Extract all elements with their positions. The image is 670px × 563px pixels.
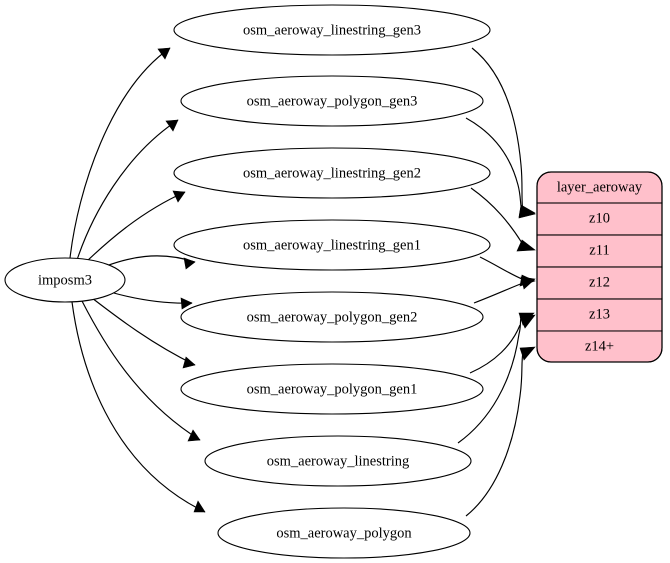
arrowhead-z12-b [520,276,536,290]
edge-polygon-gen2-to-z12 [473,282,524,304]
node-t-linestring-gen3[interactable]: osm_aeroway_linestring_gen3 [173,4,491,56]
imposm3-ellipse[interactable] [4,257,126,303]
node-t-polygon-gen3[interactable]: osm_aeroway_polygon_gen3 [180,75,484,127]
edge-polygon-gen3-to-z10 [465,117,523,213]
arrowhead-linestring-gen3 [157,47,171,60]
edge-imposm3-to-linestring-gen2 [85,191,186,263]
arrowhead-polygon [193,500,206,513]
arrowhead-polygon-gen3 [165,119,179,132]
edge-imposm3-to-polygon-gen1 [91,297,196,366]
arrowhead-polygon-gen1 [182,356,196,369]
edge-imposm3-to-polygon-gen3 [76,119,179,261]
t-polygon-gen3-ellipse[interactable] [180,75,484,127]
arrowhead-polygon-gen2 [180,297,193,310]
arrowhead-z11 [516,239,536,252]
edge-linestring-to-z13 [457,316,522,444]
node-t-polygon-gen1[interactable]: osm_aeroway_polygon_gen1 [180,363,484,415]
node-t-polygon[interactable]: osm_aeroway_polygon [217,507,471,559]
edge-linestring-gen2-to-z11 [470,187,523,244]
t-linestring-ellipse[interactable] [204,435,472,487]
layer-aeroway-row-z10[interactable] [536,202,663,236]
edges-tables-to-layer [457,47,536,517]
arrowhead-linestring-gen2 [172,190,186,203]
edge-imposm3-to-polygon [71,301,206,513]
edge-imposm3-to-linestring-gen3 [69,47,171,259]
edge-linestring-gen1-to-z12 [479,256,523,280]
edge-linestring-gen3-to-z10 [471,47,524,213]
arrowhead-z10-b [518,204,536,218]
t-polygon-ellipse[interactable] [217,507,471,559]
edge-imposm3-to-polygon-gen2 [109,291,193,304]
t-polygon-gen2-ellipse[interactable] [180,291,484,343]
node-t-linestring-gen1[interactable]: osm_aeroway_linestring_gen1 [173,219,491,271]
t-linestring-gen2-ellipse[interactable] [173,147,491,199]
edge-polygon-gen1-to-z13 [469,324,521,374]
edge-imposm3-to-linestring-gen1 [105,255,196,267]
node-imposm3[interactable]: imposm3 [4,257,126,303]
layer-aeroway-row-z12[interactable] [536,266,663,300]
layer-aeroway-row-z13[interactable] [536,298,663,332]
arrowhead-z13-b [518,312,535,326]
layer-aeroway-row-z11[interactable] [536,234,663,268]
arrowhead-linestring [187,429,201,442]
edge-imposm3-to-linestring [81,300,201,441]
layer-aeroway-row-z14[interactable] [536,330,663,363]
t-linestring-gen3-ellipse[interactable] [173,4,491,56]
t-polygon-gen1-ellipse[interactable] [180,363,484,415]
arrowhead-linestring-gen1 [183,257,196,270]
edges-source-to-tables [69,47,206,513]
node-t-linestring[interactable]: osm_aeroway_linestring [204,435,472,487]
arrowhead-z14 [519,346,536,361]
node-t-linestring-gen2[interactable]: osm_aeroway_linestring_gen2 [173,147,491,199]
node-layer-aeroway[interactable]: layer_aeroway z10 z11 z12 z13 z14+ [536,171,663,363]
node-t-polygon-gen2[interactable]: osm_aeroway_polygon_gen2 [180,291,484,343]
layer-aeroway-outline [536,171,663,363]
edge-polygon-to-z14 [465,351,524,517]
layer-aeroway-header-cell[interactable] [536,171,663,204]
t-linestring-gen1-ellipse[interactable] [173,219,491,271]
